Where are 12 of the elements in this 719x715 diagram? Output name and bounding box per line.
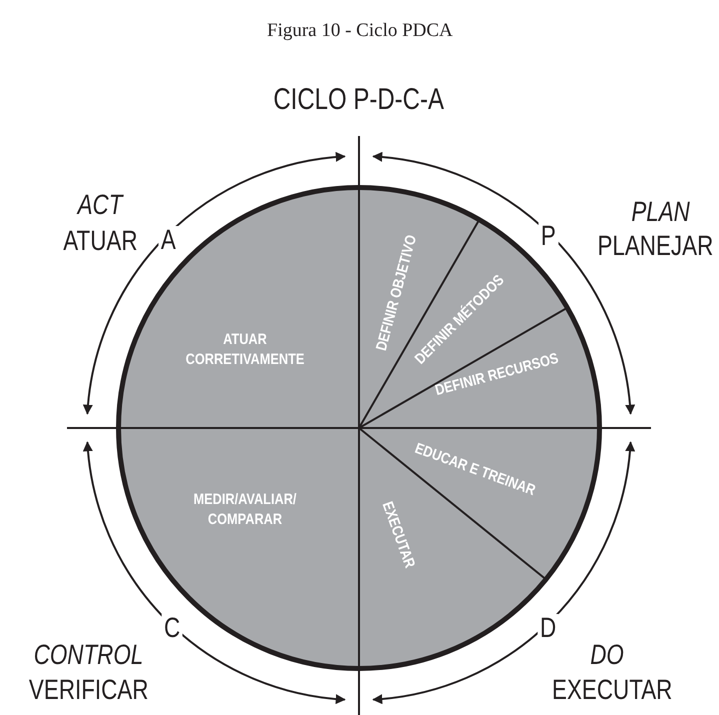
phase-name-english: DO	[590, 641, 624, 669]
step-text: MEDIR/AVALIAR/ COMPARAR	[181, 490, 309, 530]
heading: CICLO P-D-C-A	[272, 85, 444, 115]
phase-name-english: ACT	[78, 191, 122, 219]
step-text: ATUAR CORRETIVAMENTE	[164, 330, 326, 370]
phase-name-english: CONTROL	[33, 641, 143, 669]
phase-name: VERIFICAR	[28, 676, 148, 704]
figure-title: Figura 10 - Ciclo PDCA	[267, 20, 453, 42]
phase-name: PLANEJAR	[596, 232, 713, 260]
phase-name-english: PLAN	[630, 198, 690, 226]
phase-name: EXECUTAR	[552, 676, 672, 704]
phase-name: ATUAR	[62, 227, 138, 255]
